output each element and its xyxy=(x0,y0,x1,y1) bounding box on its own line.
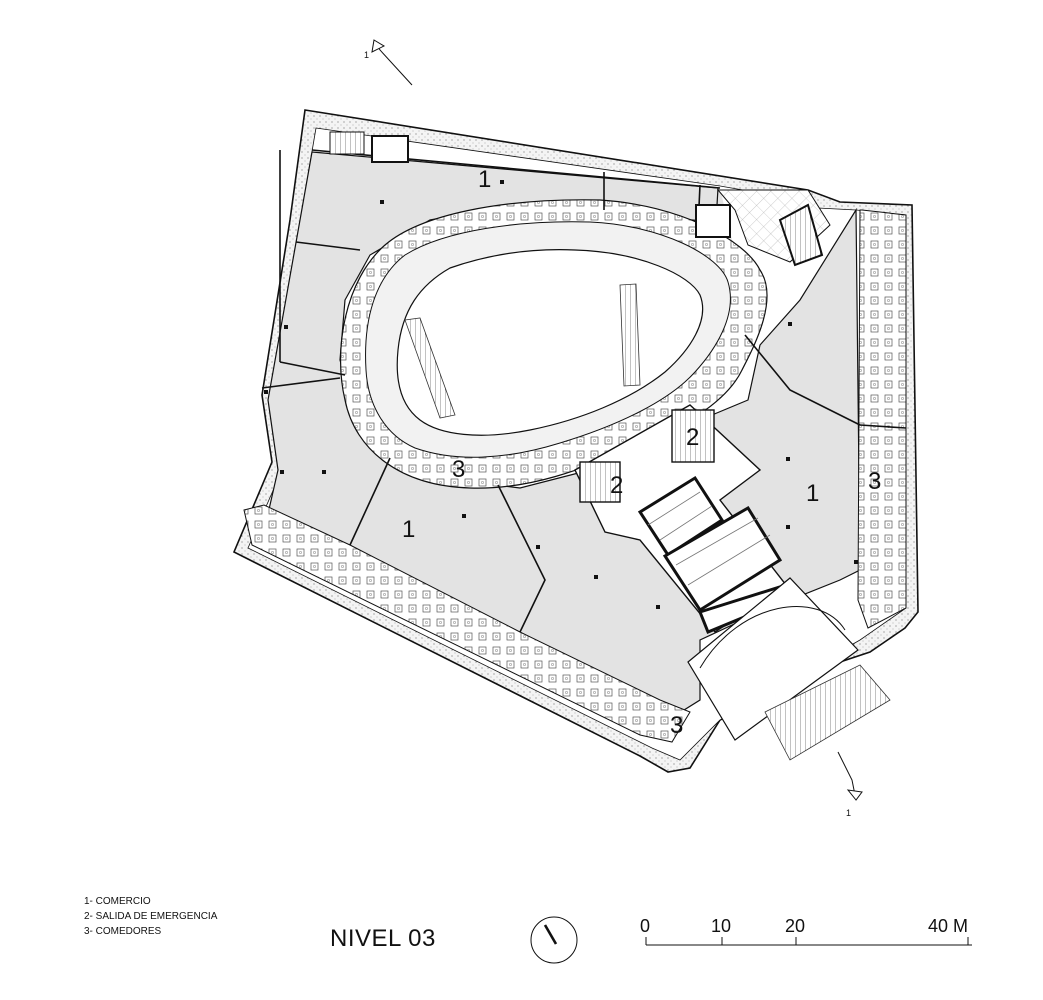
legend-item-comedores: 3- COMEDORES xyxy=(84,926,162,937)
scale-bar xyxy=(645,937,972,946)
scale-tick-10: 10 xyxy=(711,916,732,936)
zone-label-salida-west: 2 xyxy=(610,472,624,499)
escalators xyxy=(404,283,641,419)
legend-item-salida: 2- SALIDA DE EMERGENCIA xyxy=(84,911,218,922)
section-marker-top: 1 xyxy=(364,50,370,60)
zone-label-comercio-southwest: 1 xyxy=(402,516,416,543)
zone-label-comedores-south: 3 xyxy=(670,712,684,739)
upper-stair-core xyxy=(329,131,831,267)
zone-label-comercio-north: 1 xyxy=(478,166,492,193)
zone-label-comedores-ring: 3 xyxy=(452,456,466,483)
zone-label-comedores-east: 3 xyxy=(868,468,882,495)
legend: 1- COMERCIO 2- SALIDA DE EMERGENCIA 3- C… xyxy=(84,894,217,939)
legend-item-comercio: 1- COMERCIO xyxy=(84,896,151,907)
zone-label-salida-north: 2 xyxy=(686,424,700,451)
scale-tick-0: 0 xyxy=(640,916,651,936)
perimeter-dining xyxy=(243,209,907,743)
structural-columns xyxy=(264,180,858,609)
drawing-title: NIVEL 03 xyxy=(330,925,436,952)
north-arrow-icon xyxy=(530,916,578,964)
section-cut-arrows xyxy=(371,39,863,801)
entrance-canopy xyxy=(687,577,891,761)
zone-label-comercio-east: 1 xyxy=(806,480,820,507)
section-marker-bottom: 1 xyxy=(846,808,852,818)
scale-tick-20: 20 xyxy=(785,916,806,936)
scale-tick-40: 40 M xyxy=(928,916,969,936)
